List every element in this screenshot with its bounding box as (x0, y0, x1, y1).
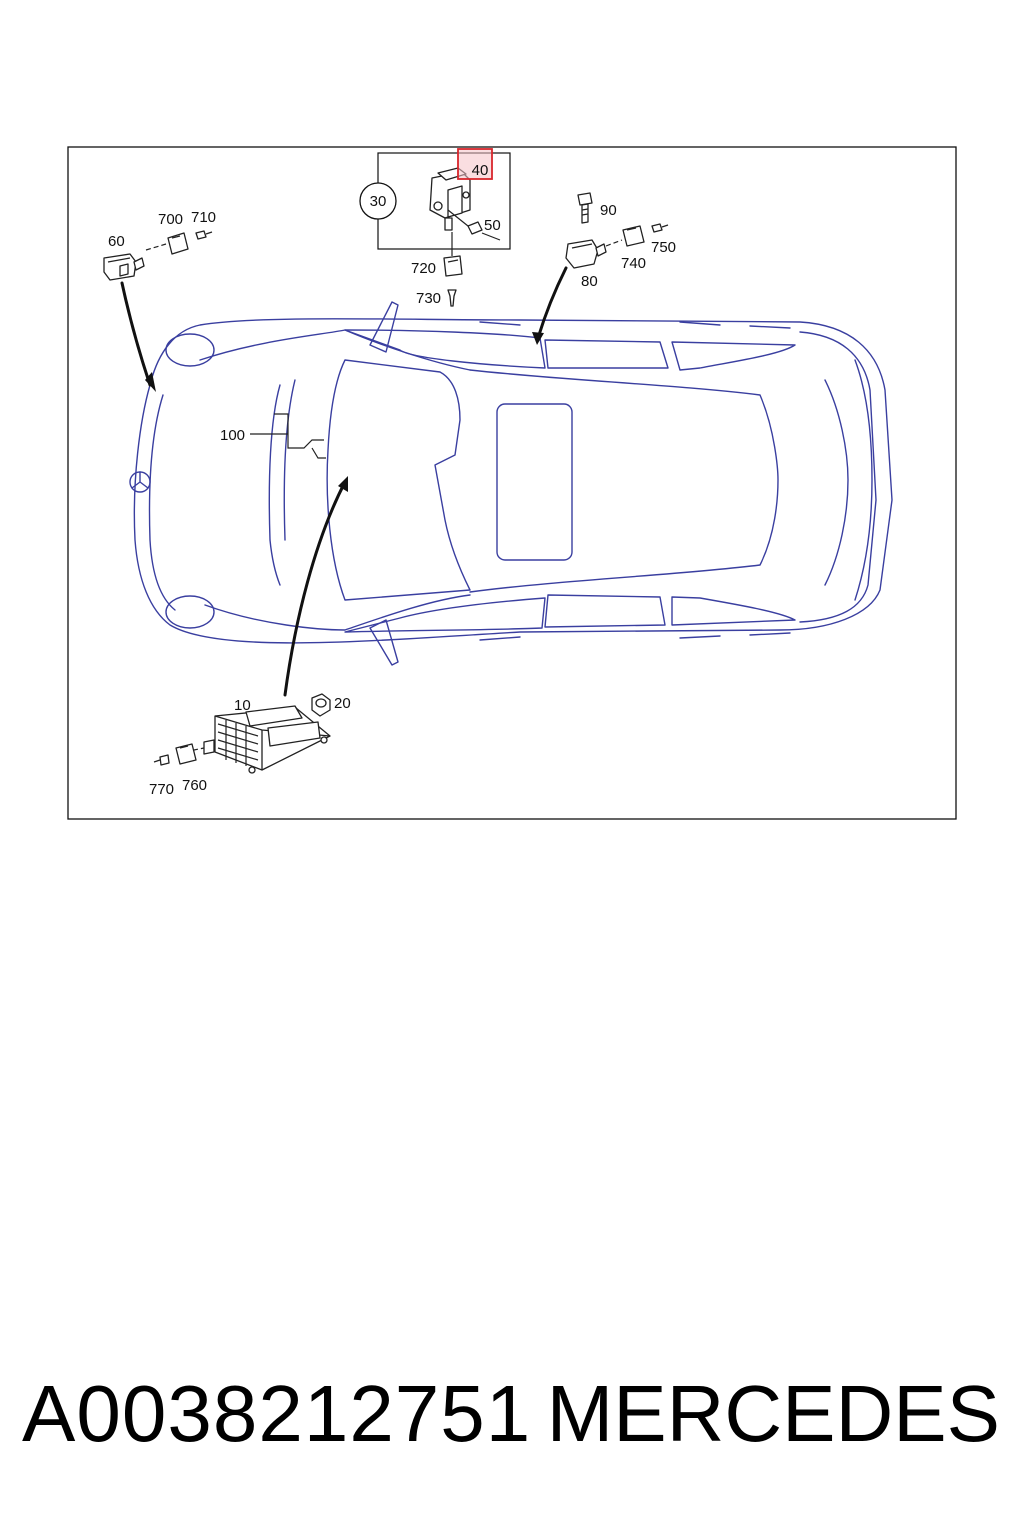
callout-80: 80 (581, 273, 598, 290)
highlight-40 (457, 148, 493, 180)
callout-720: 720 (411, 260, 436, 277)
sensor-part-60 (103, 253, 145, 281)
callout-40: 40 (472, 162, 489, 179)
callout-770: 770 (149, 781, 174, 798)
pin-730 (447, 289, 457, 307)
pin-710 (195, 230, 213, 240)
dash-10-760 (193, 747, 205, 751)
parts-diagram: 30 40 50 720 730 60 (67, 146, 957, 820)
footer-caption: A0038212751 MERCEDES (0, 1368, 1024, 1478)
bolt-90 (577, 192, 593, 224)
screw-part-50 (447, 209, 501, 241)
control-unit-10 (203, 705, 331, 774)
brand-name: MERCEDES (546, 1369, 1000, 1458)
pin-750 (651, 223, 669, 233)
arrow-10-head (338, 476, 348, 492)
callout-90: 90 (600, 202, 617, 219)
arrow-80-to-pillar (536, 266, 568, 340)
arrow-80-head (532, 332, 544, 345)
callout-750: 750 (651, 239, 676, 256)
callout-100: 100 (220, 427, 245, 444)
connector-740 (622, 225, 645, 247)
diagram-frame (67, 146, 957, 820)
pin-770 (153, 754, 170, 766)
arrow-60-head (145, 372, 156, 392)
callout-20: 20 (334, 695, 351, 712)
callout-30: 30 (370, 193, 387, 210)
wiring-harness-100 (250, 413, 326, 459)
dash-80-740 (605, 239, 623, 247)
dash-60-700 (145, 243, 167, 251)
arrow-10-to-cabin (283, 480, 347, 697)
connector-720 (443, 232, 463, 277)
callout-740: 740 (621, 255, 646, 272)
callout-730: 730 (416, 290, 441, 307)
callout-10: 10 (234, 697, 251, 714)
sensor-part-80 (565, 239, 607, 269)
callout-50: 50 (484, 217, 501, 234)
nut-20 (311, 693, 331, 717)
arrow-60-to-front (120, 281, 152, 387)
callout-710: 710 (191, 209, 216, 226)
vehicle-outline (129, 301, 893, 666)
callout-760: 760 (182, 777, 207, 794)
callout-circle-30 (359, 182, 397, 220)
connector-760 (175, 743, 197, 765)
connector-700 (167, 232, 189, 255)
callout-60: 60 (108, 233, 125, 250)
callout-700: 700 (158, 211, 183, 228)
part-number: A0038212751 (22, 1369, 532, 1458)
